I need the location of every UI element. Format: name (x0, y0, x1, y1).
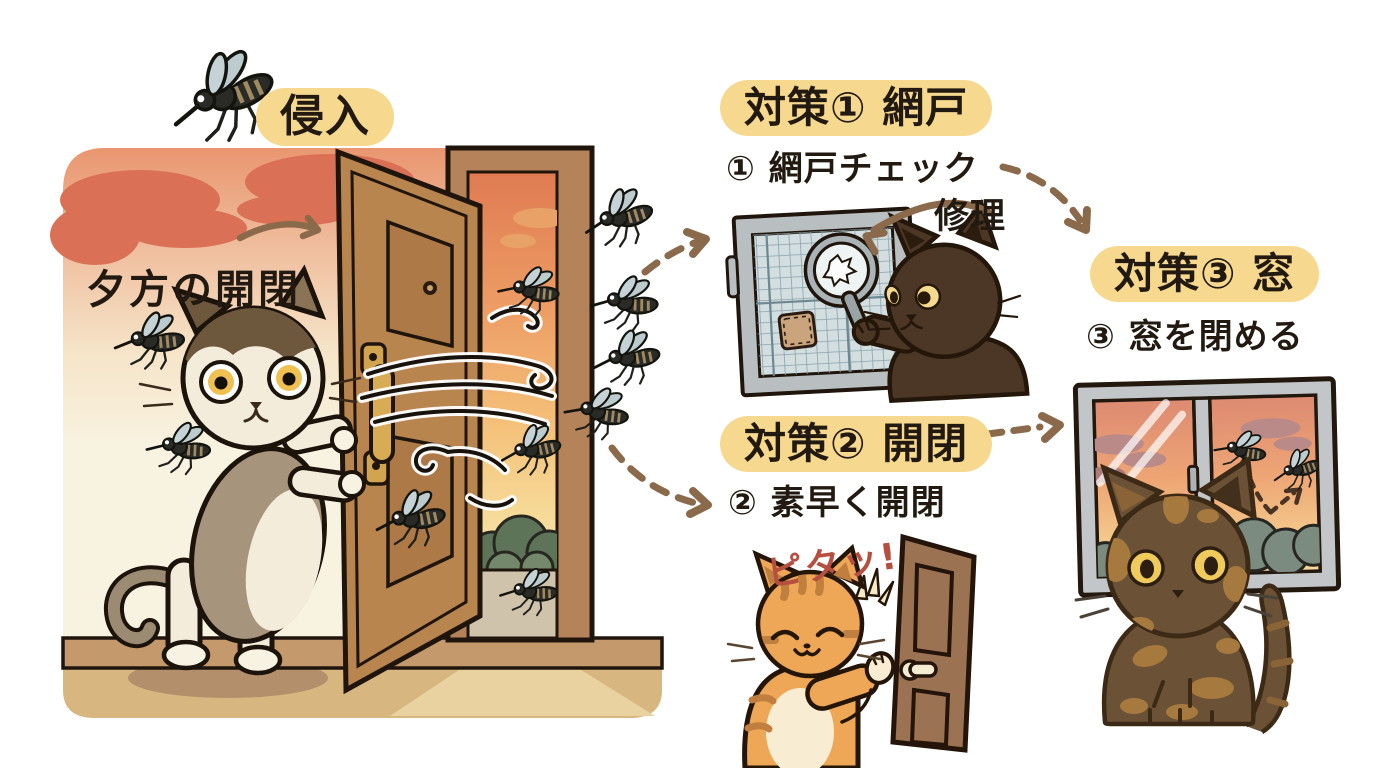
dashed-arrow-icon (984, 423, 1044, 438)
measure1-badge: 対策① 網戸 (720, 80, 993, 136)
measure2-badge: 対策② 開閉 (720, 416, 993, 472)
cat-eyes (199, 356, 311, 404)
measure1-step: ① 網戸チェック (726, 149, 979, 189)
mosquito-icon (587, 268, 664, 335)
mosquito-icon (589, 324, 665, 389)
entry-scene (50, 145, 664, 718)
measure3-step: ③ 窓を閉める (1086, 317, 1304, 357)
screen-patch (777, 310, 818, 351)
entry-cat (103, 264, 366, 676)
swoosh-line (840, 688, 873, 724)
repair-label: 修理 (934, 197, 1007, 237)
intrusion-badge: 侵入 (256, 88, 394, 146)
door-swing-arrow (236, 214, 322, 242)
dashed-arrow-icon (641, 237, 704, 276)
closed-window-scene (1072, 376, 1342, 734)
flow-arrows (608, 163, 1091, 518)
tabby-cat (726, 543, 896, 768)
tortie-cat (1074, 455, 1294, 734)
closing-door (890, 533, 977, 753)
impact-spark (854, 567, 895, 607)
window-latch (1187, 464, 1200, 494)
open-door (335, 148, 483, 695)
dashed-arrow-icon (999, 163, 1084, 224)
door-knob (899, 659, 938, 681)
dashed-arrow-icon (608, 444, 704, 508)
measure2-step: ② 素早く開閉 (728, 483, 946, 523)
screen-tab (725, 255, 740, 299)
evening-label: 夕方の開閉 (86, 267, 301, 313)
inspector-cat (851, 198, 1030, 404)
cat-eyes (1127, 546, 1229, 587)
quick-close-scene (726, 533, 977, 768)
screen-check-scene (725, 198, 1030, 404)
repair-arrow (862, 199, 992, 256)
measure3-badge: 対策③ 窓 (1090, 246, 1320, 302)
wind-swirls (357, 304, 557, 511)
